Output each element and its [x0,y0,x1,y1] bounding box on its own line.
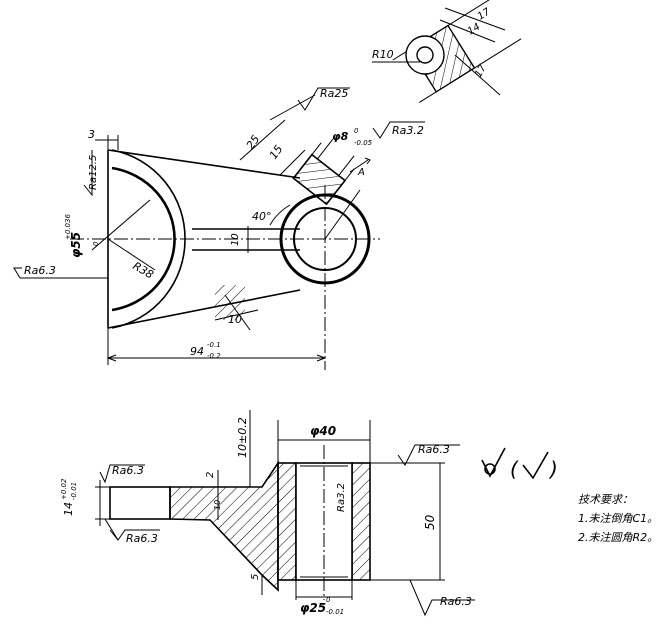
dim-rib-width: 10 [228,313,242,326]
dim-left-offset: 3 [88,128,95,141]
bore-dim: φ55 +0.036 0 [64,214,100,258]
dim-bore-dia: φ55 [69,232,83,258]
dim-pin-tol-upper: 0 [354,127,359,135]
front-roughness-inner-bore: Ra3.2 [336,483,347,512]
roughness-boss-text: Ra25 [320,87,348,100]
dim-boss-25: 25 [244,133,263,152]
front-dim-web-offset: 2 [205,472,216,478]
dim-boss-15: 15 [267,143,286,162]
front-dim-flange-tol-upper: +0.02 [60,478,68,500]
roughness-pin-text: Ra3.2 [392,124,424,137]
roughness-left-text: Ra12.5 [88,155,99,190]
tech-requirement-item: 2.未注圆角R2。 [578,531,659,544]
tech-requirements-title: 技术要求： [578,493,633,506]
dim-bore-tol-lower: 0 [92,241,100,246]
general-open-paren: ( [510,457,519,481]
flange-block [109,486,171,520]
dim-bore-tol-upper: +0.036 [64,214,72,240]
boss-inner [293,207,357,271]
tech-requirement-item: 1.未注倒角C1。 [578,512,659,525]
detail-dim-17b: 17 [473,62,489,79]
front-roughness-bottom-right: Ra6.3 [440,595,472,608]
front-dim-top-offset: 10±0.2 [236,417,249,458]
roughness-flange-top [99,464,145,484]
front-dim-flange-tol-lower: -0.01 [70,482,78,500]
dim-angle: 40° [252,210,272,223]
front-dim-outer-dia: φ40 [310,424,336,438]
pin-dim: φ8 0 -0.05 [332,127,373,147]
section-mark: A [357,167,365,178]
inner-dia-dim: φ25 0 -0.01 [300,596,344,616]
front-dim-web-thick: 10 [213,500,222,510]
dim-overall-tol-lower: -0.2 [207,352,221,360]
front-roughness-flange-top: Ra6.3 [112,464,144,477]
front-dim-bottom-offset: 5 [250,574,261,580]
dim-overall-len: 94 [190,345,204,358]
dim-pin-hole: φ8 [332,130,349,143]
boss-left-wall [277,462,297,581]
dim-rib-thick: 10 [230,233,241,246]
front-dim-inner-tol-upper: 0 [326,596,331,604]
bore-arc [111,166,176,312]
detail-radius: R10 [372,48,394,61]
roughness-pin-hole [372,121,425,139]
general-close-paren: ) [548,457,558,481]
flange-dim: 14 +0.02 -0.01 [60,478,78,516]
roughness-flange-bottom [109,529,160,541]
tech-requirements: 技术要求： 1.未注倒角C1。 2.未注圆角R2。 [578,490,658,547]
front-view [95,410,475,617]
top-view [13,87,425,370]
front-dim-height: 50 [423,514,437,530]
front-dim-inner-tol-lower: -0.01 [326,608,344,616]
detail-dim-14: 14 [466,21,483,37]
detail-view [372,0,522,103]
roughness-bottom-right [409,579,475,617]
roughness-top-right [397,444,460,466]
dim-overall-tol-upper: -0.1 [207,341,221,349]
dim-radius-arc: R38 [131,259,156,281]
roughness-left [83,150,93,197]
front-dim-inner-dia: φ25 [300,601,326,615]
front-roughness-top-right: Ra6.3 [418,443,450,456]
dim-pin-tol-lower: -0.05 [354,139,373,147]
overall-dim: 94 -0.1 -0.2 [190,341,221,360]
front-dim-flange-thick: 14 [62,502,75,516]
roughness-bore-text: Ra6.3 [24,264,56,277]
roughness-boss-top [297,87,350,111]
boss-right-wall [351,462,371,581]
front-roughness-flange-bottom: Ra6.3 [126,532,158,545]
web-section [169,460,279,592]
general-roughness-symbol [481,447,549,480]
